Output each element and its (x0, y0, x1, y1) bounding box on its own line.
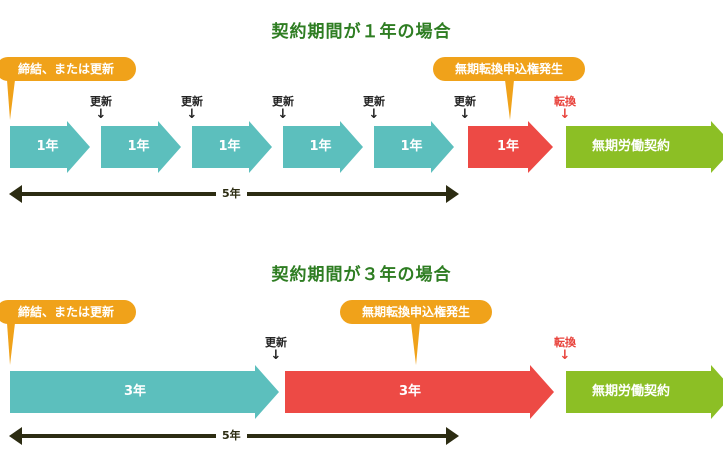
arrow-label-2: 1年 (127, 139, 150, 154)
renewal-mark-5: 更新 ↓ (448, 95, 482, 121)
conversion-mark-2: 転換 ↓ (548, 336, 582, 362)
period-arrow-5 (374, 121, 454, 173)
period-arrow-6 (468, 121, 553, 173)
down-arrow-icon: ↓ (559, 107, 571, 122)
section-title-3yr: 契約期間が３年の場合 (271, 265, 452, 285)
renewal-label: 更新 (181, 95, 203, 108)
indefinite-arrow-2 (566, 365, 723, 419)
period-arrow-4 (283, 121, 363, 173)
section-title-1yr: 契約期間が１年の場合 (271, 22, 452, 42)
renewal-label: 更新 (272, 95, 294, 108)
callout-start-text-2: 締結、または更新 (17, 305, 114, 319)
arrow-label-1: 1年 (36, 139, 59, 154)
renewal-label: 更新 (363, 95, 385, 108)
callout-right-text: 無期転換申込権発生 (454, 62, 563, 76)
callout-right-pointer-2 (411, 323, 420, 365)
down-arrow-icon: ↓ (368, 107, 380, 122)
indefinite-contract-label-2: 無期労働契約 (591, 384, 670, 399)
renewal-mark-3: 更新 ↓ (266, 95, 300, 121)
down-arrow-icon: ↓ (270, 348, 282, 363)
period-arrow-1 (10, 121, 90, 173)
callout-start-text: 締結、または更新 (17, 62, 114, 76)
renewal-mark-3y: 更新 ↓ (259, 336, 293, 362)
down-arrow-icon: ↓ (95, 107, 107, 122)
period-arrow-3y-1 (10, 365, 279, 419)
callout-right-box (433, 57, 585, 81)
indefinite-contract-label: 無期労働契約 (591, 139, 670, 154)
down-arrow-icon: ↓ (277, 107, 289, 122)
conversion-mark: 転換 ↓ (548, 95, 582, 121)
indefinite-arrow (566, 121, 723, 173)
period-arrow-3 (192, 121, 272, 173)
callout-right-pointer (505, 80, 514, 120)
callout-start-box (0, 57, 136, 81)
arrow-label-4: 1年 (309, 139, 332, 154)
arrow-label-5: 1年 (400, 139, 423, 154)
span-label-2: 5年 (216, 428, 247, 444)
period-arrow-3y-2 (285, 365, 554, 419)
arrow-label-3y-2: 3年 (398, 384, 422, 399)
renewal-mark-4: 更新 ↓ (357, 95, 391, 121)
renewal-label: 更新 (454, 95, 476, 108)
callout-right-text-2: 無期転換申込権発生 (361, 305, 470, 319)
renewal-mark-2: 更新 ↓ (175, 95, 209, 121)
down-arrow-icon: ↓ (559, 348, 571, 363)
renewal-label: 更新 (90, 95, 112, 108)
conversion-label: 転換 (554, 95, 576, 108)
renewal-label: 更新 (265, 336, 287, 349)
renewal-mark-1: 更新 ↓ (84, 95, 118, 121)
span-label-1: 5年 (216, 186, 247, 202)
arrow-label-3y-1: 3年 (123, 384, 147, 399)
period-arrow-2 (101, 121, 181, 173)
callout-start-pointer-2 (7, 323, 15, 365)
callout-right-box-2 (340, 300, 492, 324)
callout-start-box-2 (0, 300, 136, 324)
arrow-label-3: 1年 (218, 139, 241, 154)
callout-start-pointer (7, 80, 15, 120)
conversion-label: 転換 (554, 336, 576, 349)
arrow-label-6: 1年 (496, 139, 520, 154)
down-arrow-icon: ↓ (459, 107, 471, 122)
down-arrow-icon: ↓ (186, 107, 198, 122)
